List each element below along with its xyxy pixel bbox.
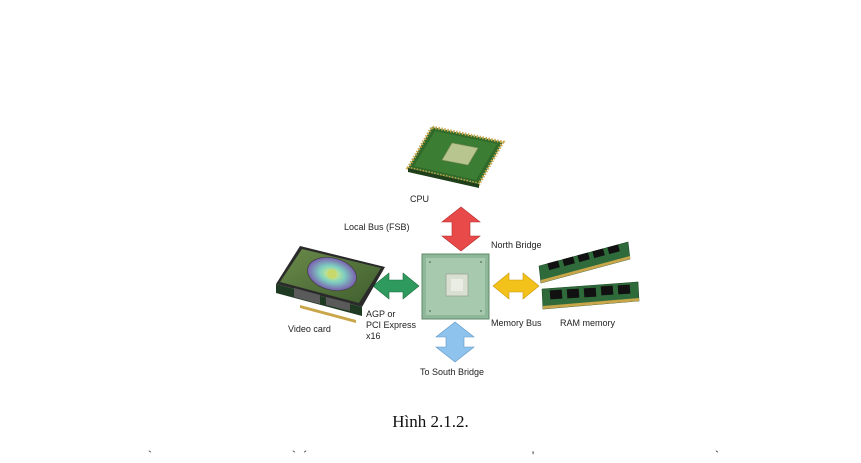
cpu-label: CPU	[410, 194, 430, 204]
agp-arrow	[372, 272, 420, 300]
cut-off-text-line: ` ` ´ ' `	[148, 448, 719, 462]
local-bus-label: Local Bus (FSB)	[344, 222, 410, 232]
south-bridge-arrow	[435, 321, 475, 363]
memory-bus-arrow	[492, 272, 540, 300]
memory-bus-label: Memory Bus	[491, 318, 542, 328]
agp-label-line-3: x16	[366, 331, 381, 341]
north-bridge-label: North Bridge	[491, 240, 542, 250]
figure-caption: Hình 2.1.2.	[392, 412, 469, 431]
north-bridge-chip-icon	[421, 253, 490, 320]
agp-label-line-1: AGP or	[366, 309, 396, 319]
ram-label: RAM memory	[560, 318, 616, 328]
agp-label-line-2: PCI Express	[366, 320, 417, 330]
south-bridge-label: To South Bridge	[420, 367, 485, 377]
cpu-chip-icon	[405, 125, 506, 188]
video-card-label: Video card	[288, 324, 331, 334]
ram-module-icon	[538, 241, 640, 310]
local-bus-arrow	[441, 206, 481, 252]
video-card-icon	[276, 246, 385, 323]
